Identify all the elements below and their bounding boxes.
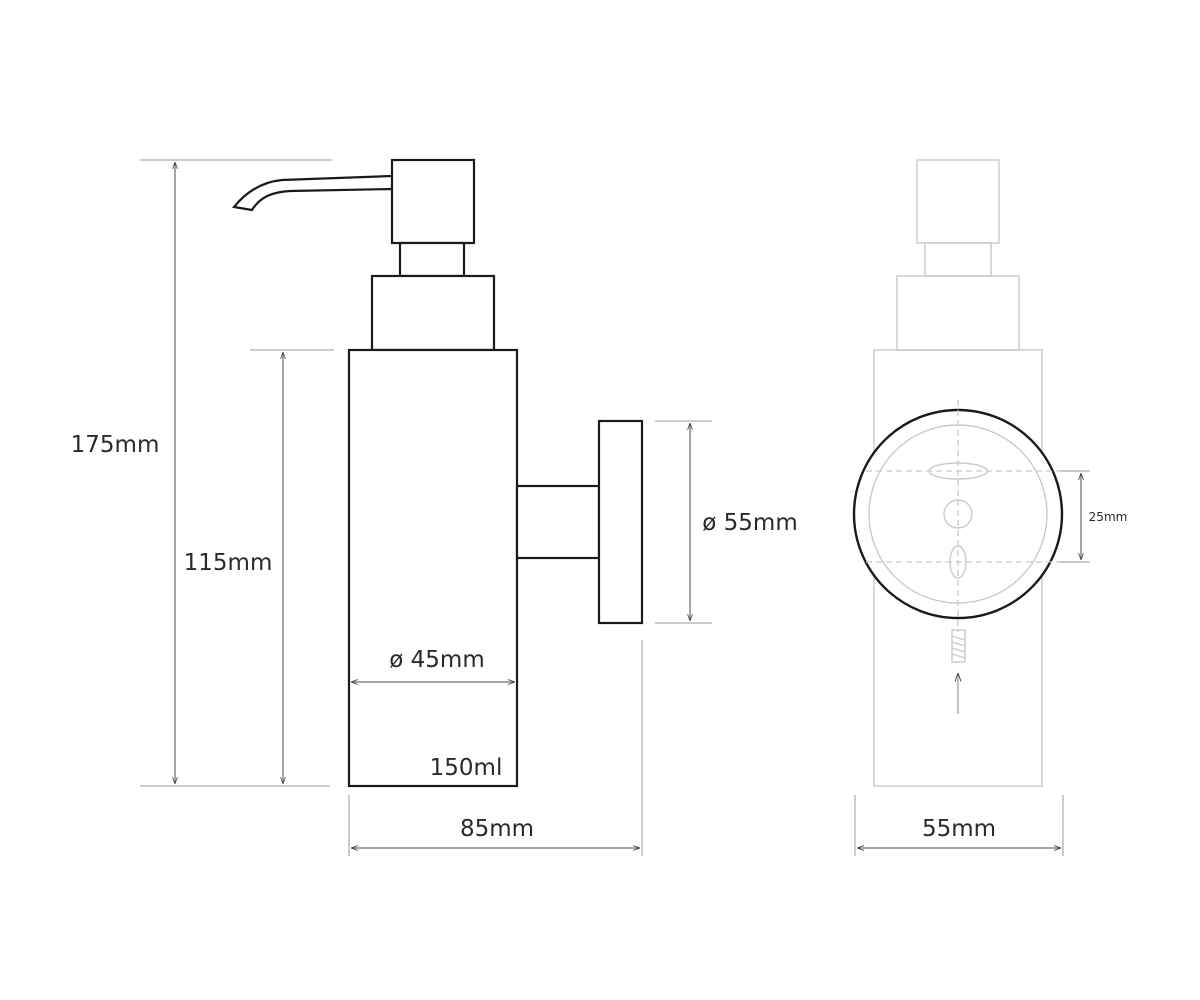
wall-plate [597,419,644,625]
label-total-height: 175mm [71,432,160,458]
dispenser-body [347,348,519,788]
dimension-lines [140,159,1090,856]
label-body-diameter: ø 45mm [389,647,484,673]
wall-arm [515,484,601,560]
front-pump-collar [896,275,1020,351]
pump-head [390,158,476,245]
front-pump-neck [924,242,992,277]
label-body-height: 115mm [184,550,273,576]
pump-collar [370,274,496,352]
label-hole-spacing: 25mm [1089,510,1128,524]
set-screw-icon [951,629,966,663]
label-plate-diameter: ø 55mm [702,510,797,536]
spout [231,174,393,212]
label-front-width: 55mm [922,816,996,842]
top-slot-hole [928,462,988,480]
side-view [231,158,644,788]
front-pump-head [916,159,1000,244]
centre-hole [943,499,973,529]
label-capacity: 150ml [430,755,503,781]
front-view [852,159,1082,787]
bottom-slot-hole [949,545,967,579]
label-total-depth: 85mm [460,816,534,842]
pump-neck [398,241,466,278]
dimension-labels: 175mm 115mm ø 55mm ø 45mm 150ml 85mm 55m… [71,432,1128,842]
